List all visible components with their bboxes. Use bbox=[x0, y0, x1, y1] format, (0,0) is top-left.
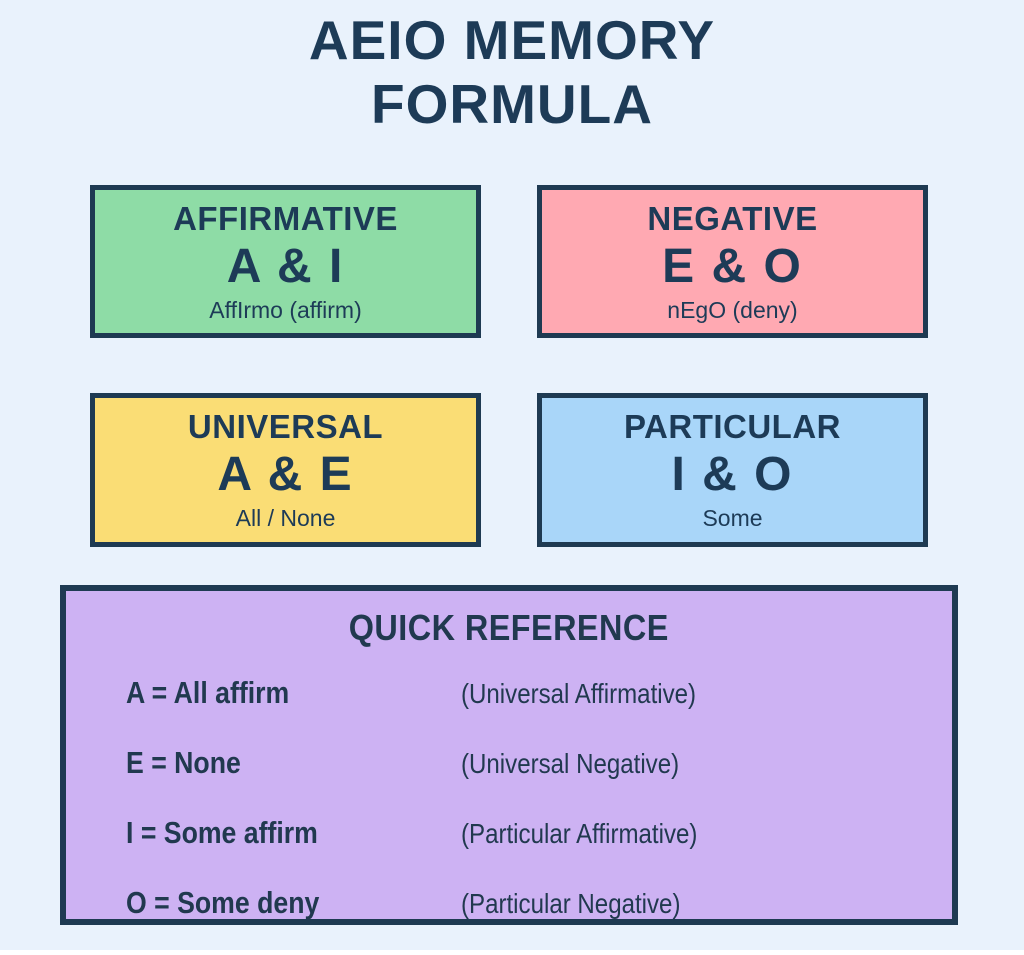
particular-hint: Some bbox=[702, 505, 763, 531]
quick-reference-rows: A = All affirm (Universal Affirmative) E… bbox=[126, 675, 932, 955]
category-card-universal: UNIVERSAL A & E All / None bbox=[90, 393, 481, 547]
category-card-particular: PARTICULAR I & O Some bbox=[537, 393, 928, 547]
negative-letters: E & O bbox=[662, 239, 803, 293]
page-title-line1: AEIO MEMORY bbox=[308, 9, 716, 71]
affirmative-label: AFFIRMATIVE bbox=[173, 199, 398, 237]
affirmative-hint: AffIrmo (affirm) bbox=[209, 296, 362, 323]
reference-row-a: A = All affirm (Universal Affirmative) bbox=[126, 675, 932, 745]
universal-label: UNIVERSAL bbox=[187, 408, 384, 445]
reference-formula-i: I = Some affirm bbox=[126, 815, 318, 850]
reference-meaning-o: (Particular Negative) bbox=[461, 888, 681, 919]
page-title-line2: FORMULA bbox=[371, 73, 653, 135]
quick-reference-title: QUICK REFERENCE bbox=[349, 607, 669, 648]
affirmative-letters: A & I bbox=[226, 239, 345, 293]
category-card-affirmative: AFFIRMATIVE A & I AffIrmo (affirm) bbox=[90, 185, 481, 338]
reference-row-o: O = Some deny (Particular Negative) bbox=[126, 885, 932, 955]
page-title: AEIO MEMORY FORMULA bbox=[0, 8, 1024, 136]
category-card-negative: NEGATIVE E & O nEgO (deny) bbox=[537, 185, 928, 338]
particular-letters: I & O bbox=[671, 448, 794, 501]
reference-meaning-a: (Universal Affirmative) bbox=[461, 678, 697, 709]
reference-row-e: E = None (Universal Negative) bbox=[126, 745, 932, 815]
negative-label: NEGATIVE bbox=[647, 199, 818, 237]
reference-row-i: I = Some affirm (Particular Affirmative) bbox=[126, 815, 932, 885]
universal-letters: A & E bbox=[217, 448, 354, 501]
reference-meaning-e: (Universal Negative) bbox=[461, 748, 680, 779]
quick-reference-panel: QUICK REFERENCE A = All affirm (Universa… bbox=[60, 585, 958, 925]
particular-label: PARTICULAR bbox=[623, 408, 842, 445]
reference-meaning-i: (Particular Affirmative) bbox=[461, 818, 698, 849]
reference-formula-o: O = Some deny bbox=[126, 885, 320, 920]
reference-formula-e: E = None bbox=[126, 745, 241, 780]
negative-hint: nEgO (deny) bbox=[667, 296, 798, 323]
reference-formula-a: A = All affirm bbox=[126, 675, 290, 710]
universal-hint: All / None bbox=[235, 505, 336, 531]
